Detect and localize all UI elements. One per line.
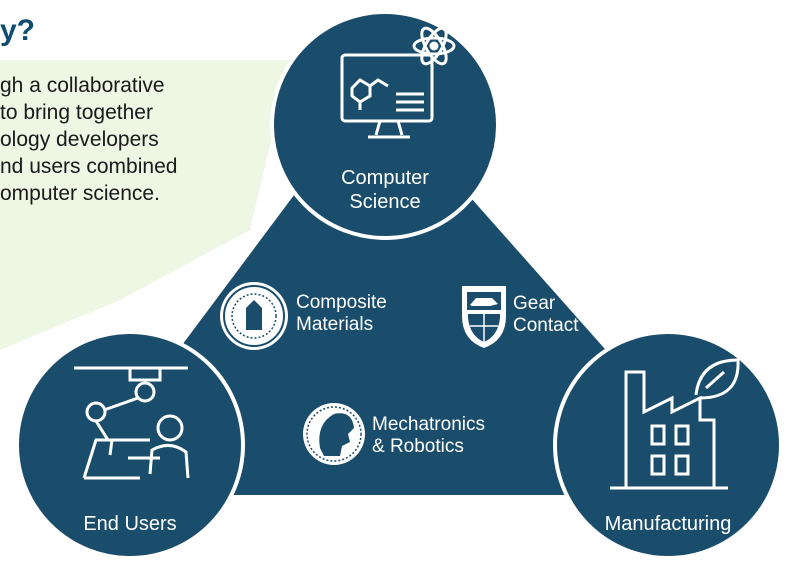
computer-science-node (270, 10, 500, 240)
end-users-label: End Users (83, 513, 177, 535)
end-users-node (15, 330, 245, 560)
university-seal-icon (220, 282, 288, 350)
computer-science-label: Computer Science (341, 167, 429, 213)
gear-contact-label: Gear Contact (513, 293, 579, 336)
intro-paragraph: gh a collaborative to bring together olo… (0, 74, 178, 205)
highlight-wedge (0, 60, 290, 350)
manufacturing-label: Manufacturing (604, 513, 732, 535)
page-heading: y? (0, 14, 36, 47)
manufacturing-node (553, 330, 783, 560)
mechatronics-robotics-label: Mechatronics & Robotics (372, 414, 485, 457)
factory-leaf-icon (610, 358, 740, 490)
robot-arm-worker-icon (74, 366, 190, 480)
lion-crest-icon (462, 286, 506, 348)
composite-materials-label: Composite Materials (296, 292, 387, 335)
athena-head-icon (303, 403, 365, 465)
computer-atom-molecule-icon (340, 26, 456, 139)
